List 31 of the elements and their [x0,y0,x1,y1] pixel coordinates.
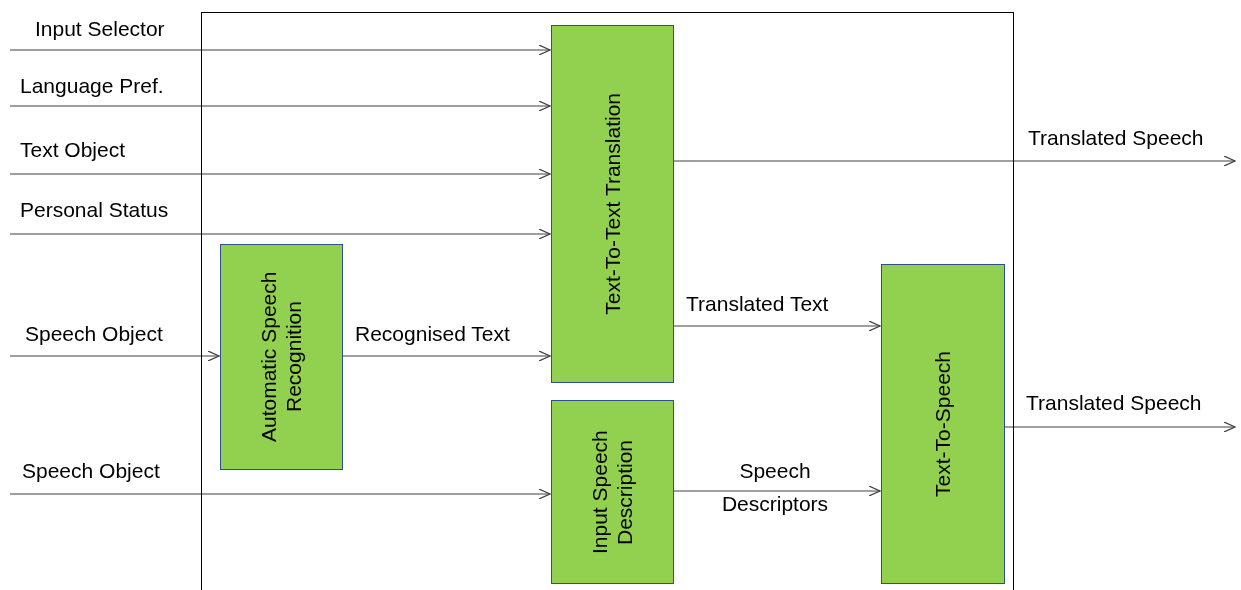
arrow [672,155,1236,167]
edge-label: Translated Text [686,292,829,317]
arrow [672,320,881,332]
process-label: Automatic Speech Recognition [256,270,307,445]
process-label: Input Speech Description [587,429,638,556]
arrow [9,488,551,500]
system-boundary-box [201,12,1014,590]
arrow [672,485,881,497]
arrow [341,350,551,362]
process-box [551,400,674,584]
arrow [9,168,551,180]
edge-label: Speech Descriptors [720,458,830,517]
edge-label: Speech Object [25,322,163,347]
edge-label: Text Object [20,138,126,163]
edge-label: Recognised Text [355,322,510,347]
edge-label: Translated Speech [1026,391,1202,416]
process-label: Text-To-Speech [930,351,956,497]
arrow [9,350,220,362]
arrow [1003,421,1236,433]
edge-label: Personal Status [20,198,169,223]
arrow [9,228,551,240]
edge-label: Language Pref. [20,74,164,99]
edge-label: Input Selector [35,17,165,42]
edge-label: Translated Speech [1028,126,1204,151]
process-box [220,244,343,470]
process-box [551,25,674,383]
process-box [881,264,1005,584]
process-label: Text-To-Text Translation [599,93,625,315]
arrow [9,44,551,56]
edge-label: Speech Object [22,459,160,484]
arrow [9,100,551,112]
